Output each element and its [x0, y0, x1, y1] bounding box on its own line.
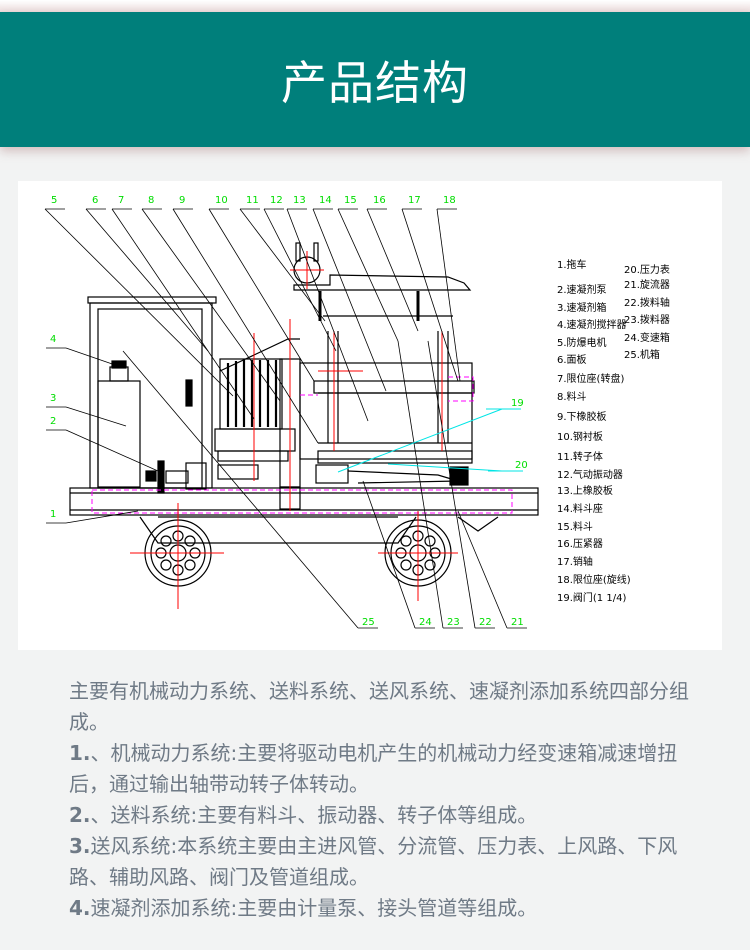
callout-16: 16	[373, 195, 386, 206]
center-lines	[130, 251, 458, 609]
legend-item: 19.阀门(1 1/4)	[557, 591, 626, 604]
air-leader-lines	[337, 408, 523, 473]
description-item-1: 1.、机械动力系统:主要将驱动电机产生的机械动力经变速箱减速增扭后，通过输出轴带…	[69, 741, 678, 796]
leader-line	[436, 208, 461, 382]
legend-item: 23.拨料器	[624, 313, 670, 326]
callout-12: 12	[270, 195, 283, 206]
section-title: 产品结构	[281, 55, 469, 110]
callout-1: 1	[50, 509, 56, 520]
leader-line	[65, 429, 159, 472]
legend-item: 8.料斗	[557, 390, 587, 403]
legend-item: 17.销轴	[557, 555, 593, 568]
legend-item: 21.旋流器	[624, 278, 670, 291]
legend-item: 25.机箱	[624, 348, 660, 361]
leader-line	[312, 208, 387, 392]
callout-14: 14	[319, 195, 332, 206]
legend-item: 1.拖车	[557, 258, 587, 271]
leader-line	[65, 510, 139, 524]
hidden-lines	[91, 376, 513, 514]
leader-line	[401, 208, 459, 382]
top-shadow	[0, 0, 750, 12]
legend-item: 6.面板	[557, 353, 587, 366]
cabinet	[89, 302, 213, 489]
chassis-frame	[69, 487, 539, 516]
callout-2: 2	[50, 416, 56, 427]
callout-9: 9	[179, 195, 185, 206]
leader-line	[427, 340, 476, 629]
leader-line	[111, 208, 255, 420]
section-header: 产品结构	[0, 12, 750, 147]
legend-item: 2.速凝剂泵	[557, 283, 607, 296]
legend-item: 12.气动振动器	[557, 468, 623, 481]
callout-6: 6	[92, 195, 98, 206]
callout-18: 18	[443, 195, 456, 206]
leader-line	[337, 208, 399, 342]
callout-5: 5	[51, 195, 57, 206]
callout-25: 25	[362, 617, 375, 628]
leader-line	[85, 208, 209, 352]
leader-line	[141, 208, 281, 402]
legend-item: 14.料斗座	[557, 502, 603, 515]
description-item-2: 2.、送料系统:主要有料斗、振动器、转子体等组成。	[69, 803, 538, 827]
legend-item: 20.压力表	[624, 263, 670, 276]
callout-11: 11	[246, 195, 259, 206]
legend-item: 24.变速箱	[624, 331, 670, 344]
callout-19: 19	[511, 398, 524, 409]
legend-item: 11.转子体	[557, 450, 603, 463]
description-item-4: 4.速凝剂添加系统:主要由计量泵、接头管道等组成。	[69, 896, 538, 920]
callout-10: 10	[215, 195, 228, 206]
leader-lines	[44, 208, 527, 629]
leader-line	[239, 208, 326, 322]
callout-15: 15	[344, 195, 357, 206]
leader-line	[208, 208, 315, 382]
leader-line	[362, 480, 416, 629]
accelerator-tank	[97, 380, 141, 488]
callout-20: 20	[515, 460, 528, 471]
legend-item: 18.限位座(旋线)	[557, 573, 631, 586]
leader-line	[65, 406, 127, 427]
legend-item: 10.钢衬板	[557, 430, 603, 443]
leader-line	[397, 340, 444, 629]
callout-8: 8	[148, 195, 154, 206]
callout-21: 21	[511, 617, 524, 628]
structure-description: 主要有机械动力系统、送料系统、送风系统、速凝剂添加系统四部分组成。 1.、机械动…	[69, 676, 689, 924]
legend-item: 22.拨料轴	[624, 296, 670, 309]
legend-item: 15.料斗	[557, 520, 593, 533]
legend-item: 9.下橡胶板	[557, 410, 607, 423]
legend-item: 7.限位座(转盘)	[557, 372, 624, 385]
rotor-body	[299, 362, 473, 460]
legend-item: 5.防爆电机	[557, 336, 607, 349]
callout-13: 13	[293, 195, 306, 206]
leader-line	[122, 350, 359, 629]
leader-line	[286, 208, 369, 422]
callout-7: 7	[118, 195, 124, 206]
leader-line	[44, 208, 234, 397]
description-item-3: 3.送风系统:本系统主要由主进风管、分流管、压力表、上风路、下风路、辅助风路、阀…	[69, 834, 678, 889]
callout-17: 17	[408, 195, 421, 206]
leader-line	[65, 347, 119, 367]
legend-item: 3.速凝剂箱	[557, 301, 607, 314]
description-intro: 主要有机械动力系统、送料系统、送风系统、速凝剂添加系统四部分组成。	[69, 679, 689, 734]
leader-line	[366, 208, 419, 332]
leader-line	[263, 208, 337, 352]
leader-line	[172, 208, 319, 444]
callout-23: 23	[447, 617, 460, 628]
legend-item: 16.压紧器	[557, 538, 603, 550]
legend-item: 4.速凝剂搅拌器	[557, 318, 627, 331]
callout-4: 4	[50, 334, 56, 345]
hopper	[293, 274, 472, 291]
leader-line	[457, 510, 508, 629]
legend-item: 13.上橡胶板	[557, 484, 613, 497]
callout-3: 3	[50, 393, 56, 404]
callout-22: 22	[479, 617, 492, 628]
cabinet-top	[87, 296, 217, 304]
callout-24: 24	[419, 617, 432, 628]
parts-legend: 1.拖车 2.速凝剂泵 3.速凝剂箱 4.速凝剂搅拌器 5.防爆电机 6.面板 7.限位座(…	[557, 258, 670, 604]
